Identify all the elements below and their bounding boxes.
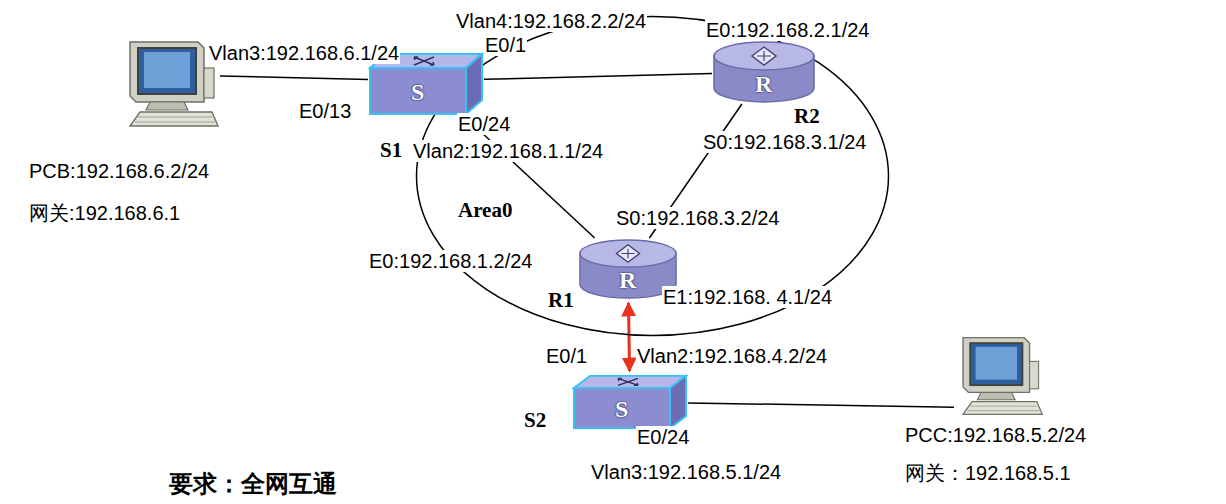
interface-address-wrap: E1:192.168. 4.1/24 (662, 286, 833, 308)
device-name: R2 (794, 104, 820, 128)
device-name-wrap: R2 (794, 104, 820, 128)
device-letter-wrap: S (615, 396, 628, 422)
interface-address-wrap: S0:192.168.3.1/24 (702, 131, 867, 153)
interface-address-wrap: E0:192.168.1.2/24 (368, 250, 533, 272)
interface-address-wrap: E0:192.168.2.1/24 (705, 19, 870, 41)
port-label-wrap: E0/24 (636, 426, 690, 448)
device-name: S1 (380, 138, 402, 162)
router-device: R R2 (708, 36, 833, 130)
host-gateway-wrap: 网关：192.168.5.1 (904, 462, 1072, 484)
port-label-wrap: E0/13 (298, 100, 352, 122)
requirement-note-wrap: 要求：全网互通 (168, 470, 338, 498)
port-label: E0/1 (545, 345, 588, 367)
network-link (688, 403, 954, 407)
vlan-address: Vlan2:192.168.1.1/24 (412, 140, 604, 162)
vlan-address-wrap: Vlan2:192.168.1.1/24 (412, 140, 604, 162)
vlan-address: Vlan3:192.168.6.1/24 (208, 42, 400, 64)
port-label: E0/24 (457, 113, 511, 135)
device-letter: R (755, 71, 772, 97)
device-name-wrap: R1 (548, 288, 574, 312)
switch-icon (572, 374, 688, 430)
device-letter-wrap: S (411, 79, 424, 105)
port-label-wrap: E0/1 (545, 345, 588, 367)
pc-device: PCC:192.168.5.2/24 网关：192.168.5.1 (898, 330, 1138, 502)
port-label: E0/13 (298, 100, 352, 122)
host-address: PCC:192.168.5.2/24 (904, 424, 1087, 446)
vlan-address: Vlan4:192.168.2.2/24 (455, 10, 647, 32)
interface-address: E0:192.168.1.2/24 (368, 250, 533, 272)
port-label-wrap: E0/24 (457, 113, 511, 135)
interface-address: S0:192.168.3.1/24 (702, 131, 867, 153)
port-label-wrap: E0/1 (484, 34, 527, 56)
port-label: E0/24 (636, 426, 690, 448)
device-letter: R (619, 267, 636, 293)
host-gateway: 网关：192.168.5.1 (904, 462, 1072, 484)
device-letter-wrap: R (755, 71, 772, 97)
pc-icon (954, 334, 1044, 418)
device-name: R1 (548, 288, 574, 312)
network-link (220, 76, 368, 79)
interface-address: S0:192.168.3.2/24 (615, 207, 780, 229)
pc-icon (120, 38, 220, 130)
vlan-address-wrap: Vlan4:192.168.2.2/24 (455, 10, 647, 32)
interface-address: E0:192.168.2.1/24 (705, 19, 870, 41)
device-name-wrap: S1 (380, 138, 402, 162)
device-name: S2 (524, 408, 546, 432)
vlan-address-wrap: Vlan3:192.168.5.1/24 (590, 461, 782, 483)
device-letter: S (411, 79, 424, 105)
vlan-address-wrap: Vlan3:192.168.6.1/24 (208, 42, 400, 64)
area-name-wrap: Area0 (458, 198, 512, 222)
host-address-wrap: PCC:192.168.5.2/24 (904, 424, 1087, 446)
vlan-address: Vlan3:192.168.5.1/24 (590, 461, 782, 483)
host-address-wrap: PCB:192.168.6.2/24 (28, 160, 210, 182)
host-address: PCB:192.168.6.2/24 (28, 160, 210, 182)
device-name-wrap: S2 (524, 408, 546, 432)
area-name: Area0 (458, 198, 512, 222)
requirement-note: 要求：全网互通 (168, 470, 338, 497)
host-gateway-wrap: 网关:192.168.6.1 (28, 202, 181, 224)
host-gateway: 网关:192.168.6.1 (28, 202, 181, 224)
router-device: R R1 (540, 234, 682, 312)
device-letter: S (615, 396, 628, 422)
interface-address-wrap: S0:192.168.3.2/24 (615, 207, 780, 229)
vlan-address: Vlan2:192.168.4.2/24 (636, 345, 828, 367)
device-letter-wrap: R (619, 267, 636, 293)
link-arrow (629, 303, 630, 371)
interface-address: E1:192.168. 4.1/24 (662, 286, 833, 308)
port-label: E0/1 (484, 34, 527, 56)
vlan-address-wrap: Vlan2:192.168.4.2/24 (636, 345, 828, 367)
network-link (484, 73, 712, 79)
